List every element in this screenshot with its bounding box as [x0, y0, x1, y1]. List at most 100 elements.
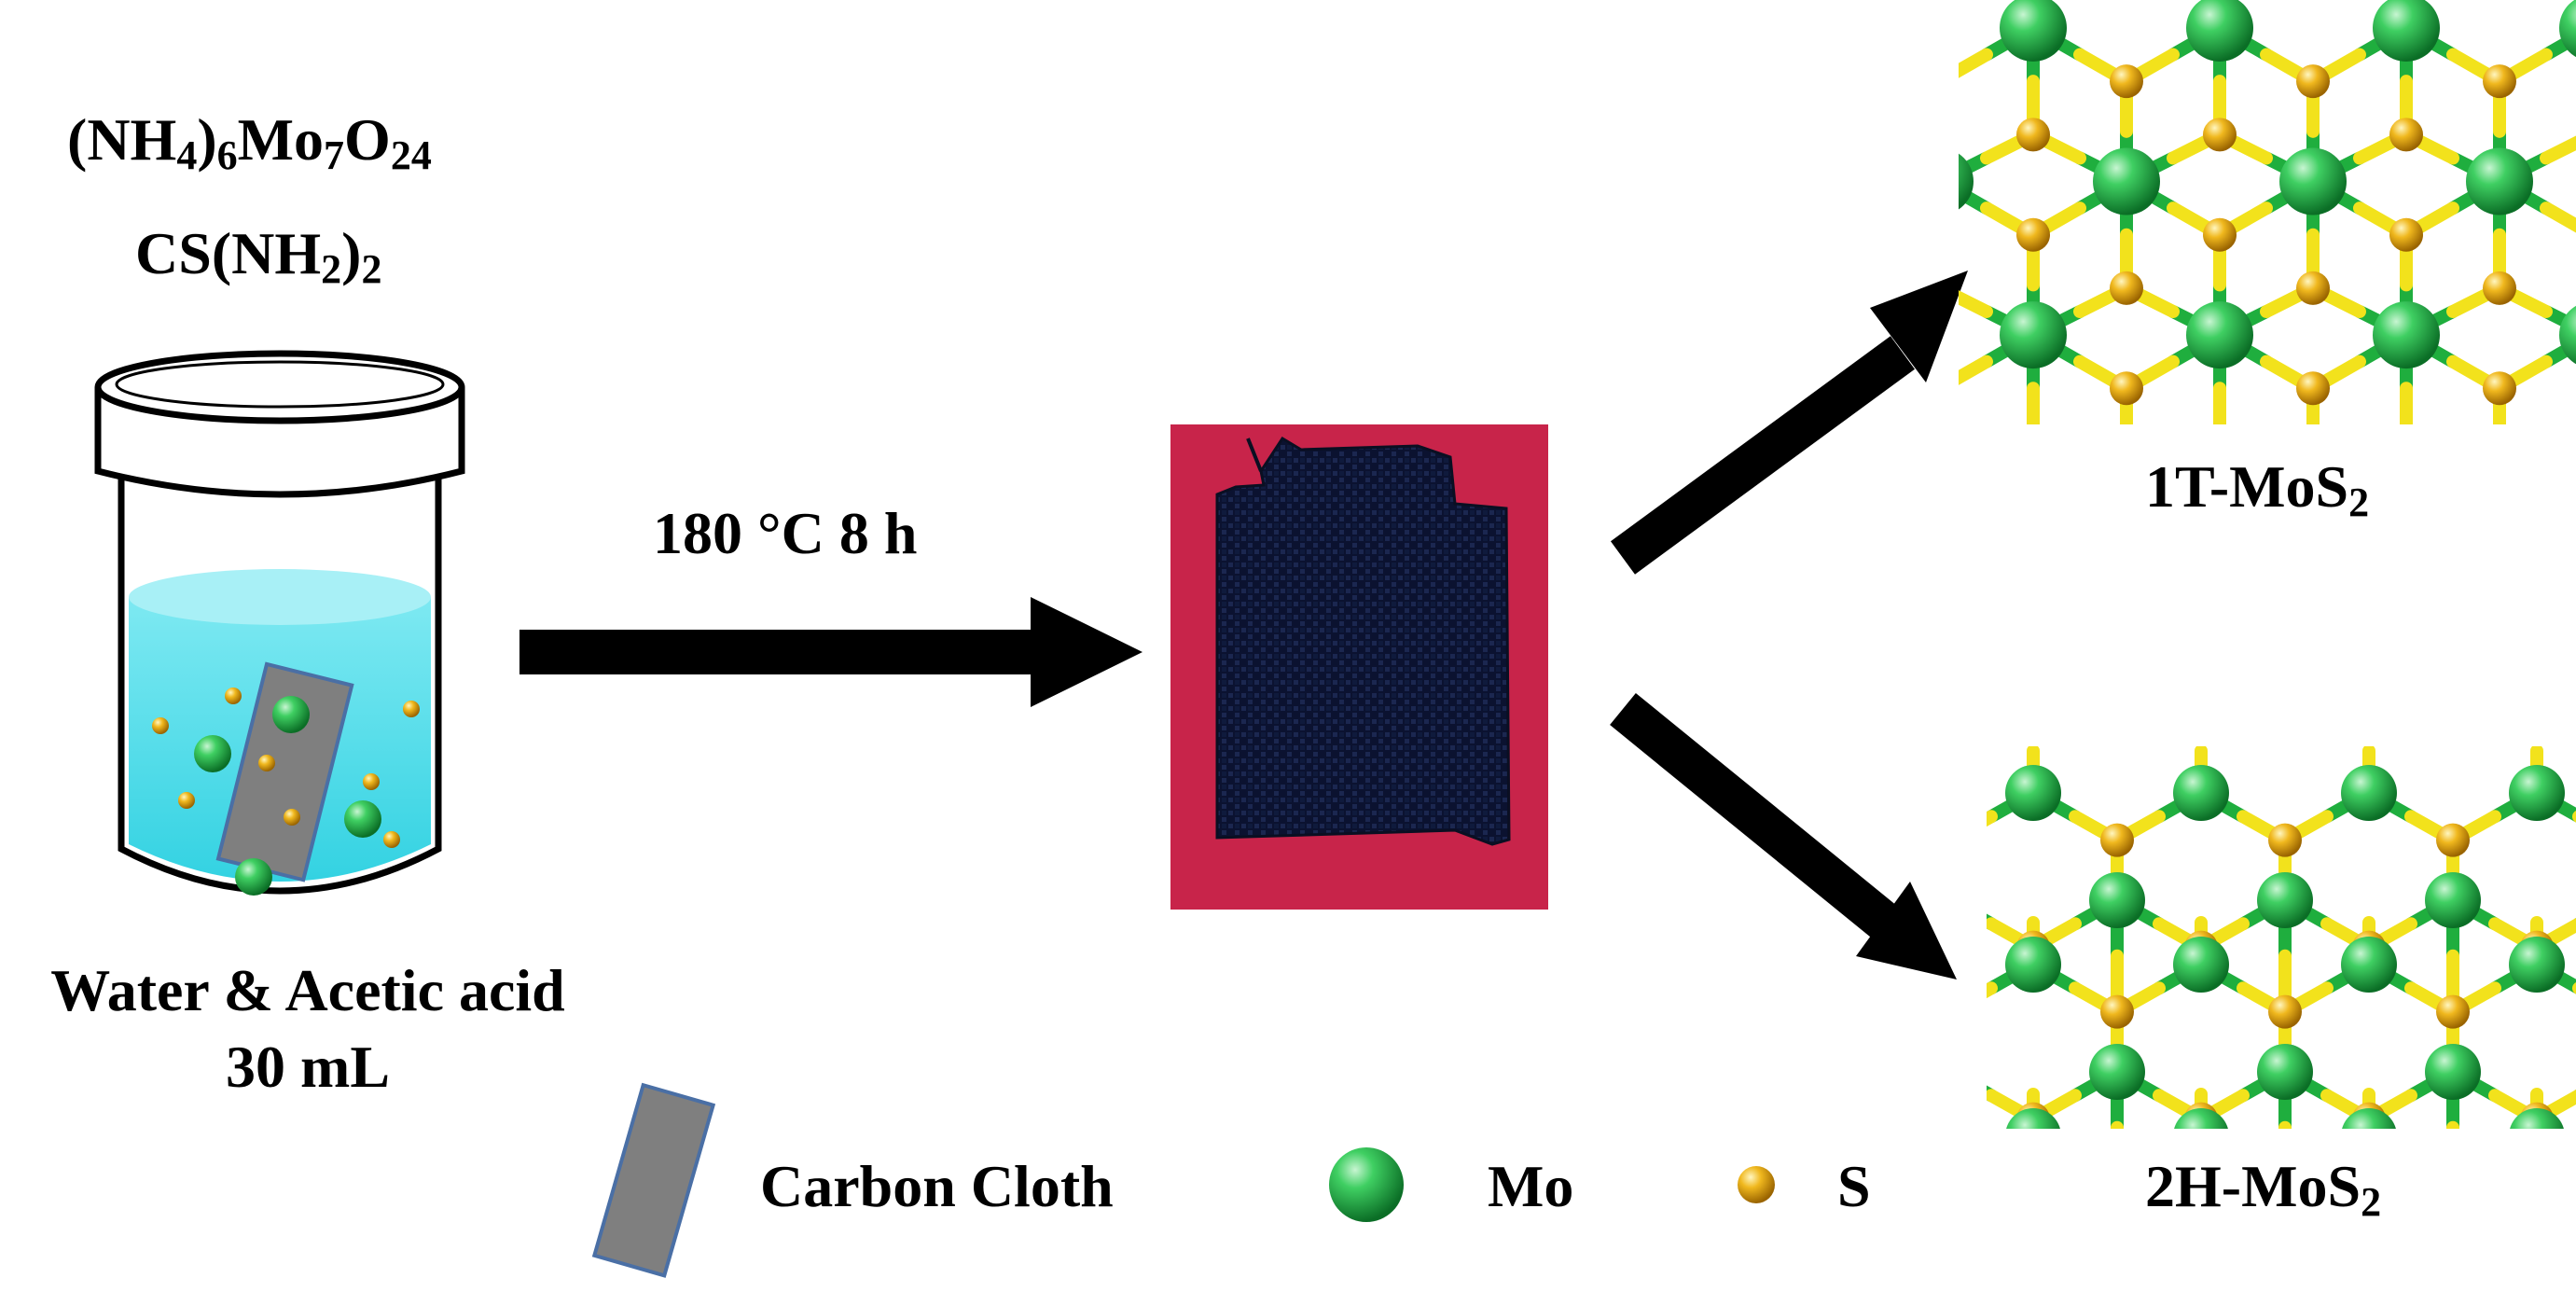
mo-atom: [2173, 765, 2229, 821]
mo-atom: [2000, 301, 2067, 369]
lattice-bond: [2220, 642, 2266, 669]
legend-s-icon: [1738, 1166, 1775, 1203]
lattice-bond: [1959, 48, 1993, 78]
s-atom: [2296, 271, 2330, 305]
lattice-bond: [2033, 515, 2080, 542]
legend-carbon-cloth-icon: [591, 1082, 716, 1278]
mo-atom: [2342, 1108, 2396, 1129]
s-atom: [1932, 995, 1966, 1029]
s-atom: [2016, 424, 2050, 458]
s-atom: [2389, 525, 2423, 559]
lattice-bond: [2500, 595, 2546, 618]
s-atom: [2203, 217, 2237, 252]
lattice-bond: [1847, 28, 1893, 55]
lattice-bond: [1893, 595, 1940, 618]
mo-atom: [2005, 937, 2061, 993]
lattice-bond: [2406, 642, 2453, 669]
lattice-bond: [1907, 1160, 1949, 1183]
lattice-bond: [2075, 1160, 2117, 1183]
lattice-bond: [2453, 465, 2500, 489]
s-atom: [2483, 64, 2516, 99]
mo-atom: [2510, 1108, 2564, 1129]
mo-atom: [2186, 301, 2253, 369]
s-atom: [258, 755, 275, 771]
s-atom: [2100, 1167, 2134, 1201]
lattice-bond: [2080, 669, 2126, 696]
lattice-bond: [2126, 595, 2173, 618]
s-atom: [2483, 371, 2516, 406]
mo-atom: [2174, 1108, 2228, 1129]
lattice-1t-mos2: [1813, 0, 2576, 765]
lattice-bond: [2080, 465, 2126, 489]
s-atom: [1830, 118, 1863, 151]
s-atom: [1923, 578, 1957, 612]
mo-atom: [2257, 1044, 2313, 1100]
product-1t-label: 1T-MoS2: [2145, 453, 2370, 525]
s-atom: [2436, 823, 2470, 857]
lattice-bond: [2033, 1136, 2075, 1160]
mo-atom: [2373, 0, 2440, 62]
lattice-bond: [1987, 810, 1998, 827]
mo-atom: [2466, 147, 2533, 215]
s-atom: [152, 717, 169, 734]
lattice-bond: [2406, 515, 2453, 542]
lattice-bond: [1893, 158, 1940, 181]
s-atom: [2016, 525, 2050, 559]
s-atom: [2268, 823, 2302, 857]
mo-atom: [1921, 872, 1977, 928]
s-atom: [2100, 994, 2134, 1029]
lattice-bond: [2126, 669, 2173, 696]
mo-atom: [1813, 0, 1880, 62]
s-atom: [1932, 824, 1966, 857]
mo-atom: [2373, 301, 2440, 369]
lattice-bond: [1959, 290, 1993, 318]
mo-atom: [235, 858, 272, 896]
mo-atom: [2093, 147, 2160, 215]
lattice-2h-mos2: [1865, 746, 2576, 1201]
mo-atom: [2341, 765, 2397, 821]
mo-atom: [1921, 1044, 1977, 1100]
lattice-bond: [2266, 595, 2313, 618]
mo-atom: [2000, 608, 2067, 675]
s-atom: [2296, 371, 2330, 406]
s-atom: [363, 773, 380, 790]
lattice-bond: [1940, 669, 1987, 696]
lattice-bond: [2453, 669, 2500, 696]
s-atom: [1923, 678, 1957, 712]
s-atom: [2389, 217, 2423, 252]
s-atom: [2296, 678, 2330, 712]
process-arrow: [519, 597, 1143, 707]
mo-atom: [1959, 153, 1974, 210]
mo-atom: [194, 735, 231, 772]
s-atom: [2203, 731, 2237, 765]
lattice-bond: [2406, 618, 2453, 642]
s-atom: [2296, 578, 2330, 612]
mo-atom: [2509, 765, 2565, 821]
s-atom: [2268, 994, 2302, 1029]
s-atom: [2203, 525, 2237, 559]
legend-graphics: [591, 1082, 1775, 1278]
lattice-bond: [2411, 1160, 2453, 1183]
s-atom: [2483, 578, 2516, 612]
arrow-to-2h: [1610, 692, 1957, 979]
reagent-thiourea: CS(NH2)2: [135, 220, 382, 292]
mo-atom: [2466, 455, 2533, 522]
s-atom: [1923, 64, 1957, 98]
lattice-bond: [1987, 642, 2033, 669]
lattice-bond: [1893, 669, 1940, 696]
mo-atom: [2559, 305, 2576, 365]
s-atom: [2016, 118, 2050, 152]
lattice-bond: [2537, 1136, 2576, 1160]
lattice-bond: [2173, 618, 2220, 642]
mo-atom: [344, 800, 381, 838]
lattice-bond: [1847, 618, 1893, 642]
s-atom: [178, 792, 195, 809]
s-atom: [2110, 578, 2143, 612]
lattice-bond: [1865, 965, 1907, 988]
lattice-bond: [2406, 441, 2453, 465]
lattice-bond: [2266, 669, 2313, 696]
legend-carbon-cloth-label: Carbon Cloth: [760, 1153, 1114, 1219]
mo-atom: [2257, 872, 2313, 928]
legend-mo-icon: [1329, 1147, 1404, 1222]
mo-atom: [272, 696, 310, 733]
